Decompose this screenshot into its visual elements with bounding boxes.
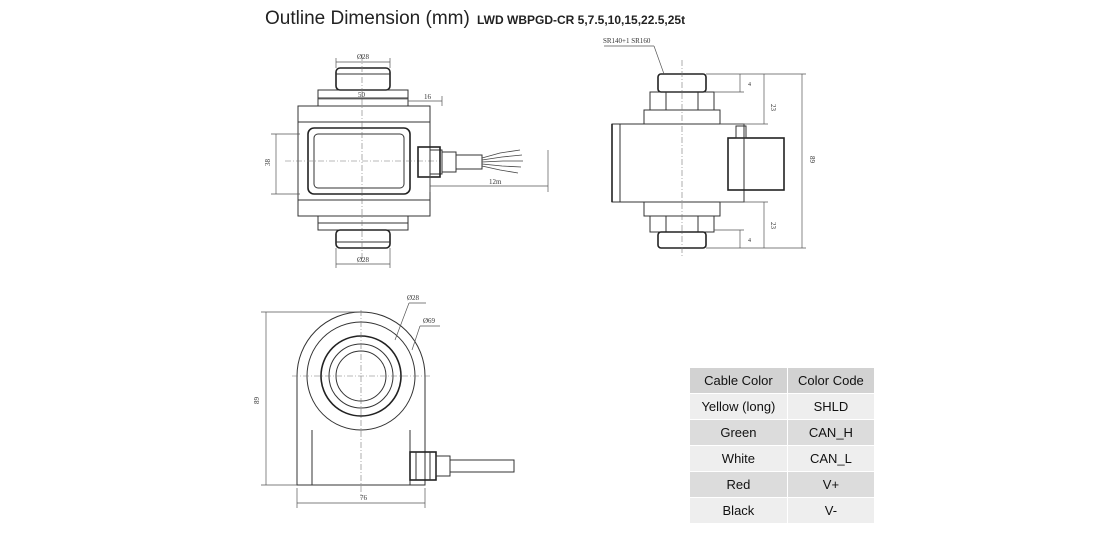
color-code-cell: V- — [786, 497, 876, 524]
side-view: SR140+1 SR160 4 23 89 4 23 — [603, 37, 816, 258]
table-row: White CAN_L — [689, 445, 876, 472]
cable-length-label: 12m — [489, 178, 502, 186]
side-top-label: 23 — [769, 104, 777, 112]
cable-color-cell: Black — [689, 497, 788, 524]
front-bottom-dia-label: Ø28 — [357, 256, 370, 264]
side-top-small-label: 4 — [748, 82, 751, 88]
column-header: Color Code — [786, 367, 876, 394]
side-bottom-label: 23 — [769, 222, 777, 230]
top-view: Ø28 Ø69 89 76 — [253, 294, 515, 508]
cable-color-cell: Red — [689, 471, 788, 498]
page-title: Outline Dimension (mm) — [265, 8, 470, 29]
table-row: Black V- — [689, 497, 876, 524]
color-code-cell: SHLD — [786, 393, 876, 420]
table-row: Green CAN_H — [689, 419, 876, 446]
cable-color-cell: White — [689, 445, 788, 472]
color-code-cell: CAN_H — [786, 419, 876, 446]
top-width-label: 76 — [360, 494, 368, 502]
front-view: Ø28 50 16 38 12m Ø28 — [264, 53, 549, 268]
table-row: Yellow (long) SHLD — [689, 393, 876, 420]
front-top-dia-label: Ø28 — [357, 53, 370, 61]
side-thread-label: SR140+1 SR160 — [603, 37, 651, 45]
model-label: LWD WBPGD-CR 5,7.5,10,15,22.5,25t — [477, 13, 686, 27]
front-width-label: 50 — [358, 91, 366, 99]
table-header-row: Cable Color Color Code — [689, 367, 876, 394]
front-height-label: 38 — [264, 159, 272, 167]
top-outer-dia-label: Ø69 — [423, 317, 436, 325]
cable-color-cell: Green — [689, 419, 788, 446]
color-code-cell: V+ — [786, 471, 876, 498]
cable-color-cell: Yellow (long) — [689, 393, 788, 420]
cable-color-table: Cable Color Color Code Yellow (long) SHL… — [689, 367, 876, 524]
table-row: Red V+ — [689, 471, 876, 498]
color-code-cell: CAN_L — [786, 445, 876, 472]
side-total-label: 89 — [808, 156, 816, 164]
top-height-label: 89 — [253, 397, 261, 405]
column-header: Cable Color — [689, 367, 788, 394]
side-bottom-small-label: 4 — [748, 238, 751, 244]
top-inner-dia-label: Ø28 — [407, 294, 420, 302]
front-side-label: 16 — [424, 93, 432, 101]
